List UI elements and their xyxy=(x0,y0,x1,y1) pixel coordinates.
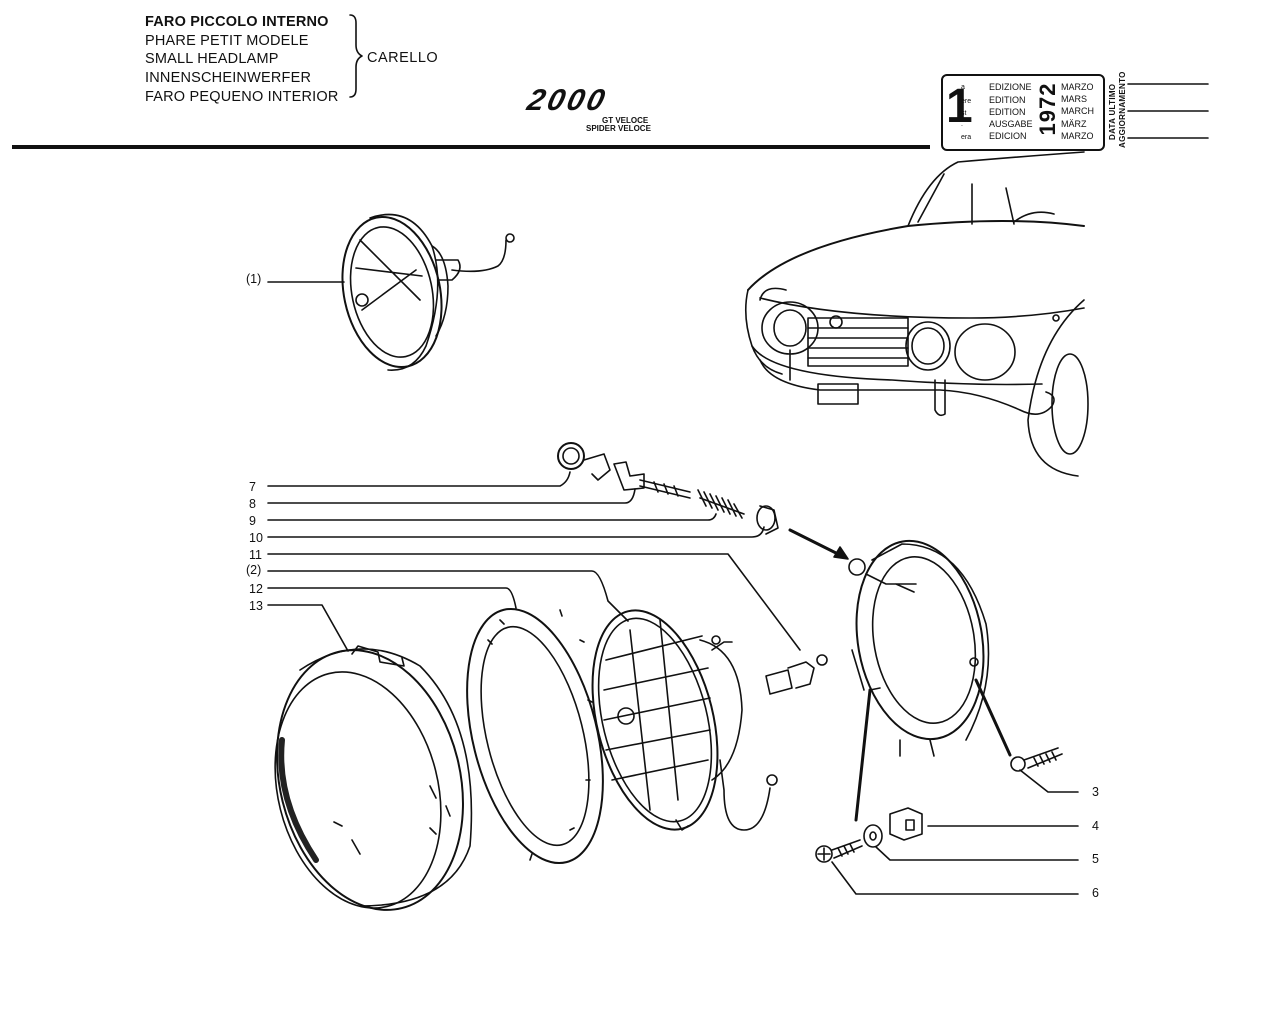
edition-word: AUSGABE xyxy=(989,119,1033,129)
callout-label: (2) xyxy=(246,563,262,577)
callout-label: 7 xyxy=(249,480,256,494)
title-english: SMALL HEADLAMP xyxy=(145,51,279,67)
title-italian: FARO PICCOLO INTERNO xyxy=(145,14,329,30)
update-date-lines xyxy=(1127,83,1209,139)
edition-month: MARZO xyxy=(1061,82,1094,92)
leader-line-3 xyxy=(1019,769,1079,793)
callout-label: (1) xyxy=(246,272,262,286)
callout-label: 9 xyxy=(249,514,256,528)
leader-line-8 xyxy=(267,488,636,504)
leader-line-10 xyxy=(267,526,765,538)
edition-month: MARZO xyxy=(1061,131,1094,141)
callout-label: 8 xyxy=(249,497,256,511)
spring-icon xyxy=(697,489,745,519)
callout-label: 3 xyxy=(1092,785,1099,799)
edition-word: EDITION xyxy=(989,95,1026,105)
title-spanish: FARO PEQUENO INTERIOR xyxy=(145,89,339,105)
leader-line-2 xyxy=(267,570,629,622)
leader-line-7 xyxy=(267,471,571,487)
brace-icon xyxy=(349,14,363,98)
edition-box xyxy=(941,74,1105,151)
edition-month: MARS xyxy=(1061,94,1088,104)
leader-line-11 xyxy=(267,553,801,651)
leader-line-6 xyxy=(831,861,1079,895)
edition-ordinal: ere xyxy=(961,98,972,105)
washer-icon xyxy=(863,824,883,848)
edition-word: EDITION xyxy=(989,107,1026,117)
nut-icon xyxy=(756,505,779,535)
edition-ordinal: . xyxy=(961,121,963,128)
arrow-head xyxy=(833,546,849,560)
title-german: INNENSCHEINWERFER xyxy=(145,70,312,86)
assembly-arrow xyxy=(974,678,1012,757)
leader-line-9 xyxy=(267,513,717,521)
edition-month: MARCH xyxy=(1061,106,1094,116)
callout-label: 12 xyxy=(249,582,263,596)
header-rule xyxy=(12,145,930,149)
screw-icon xyxy=(1010,747,1063,772)
car-front-icon xyxy=(744,151,1089,477)
leader-line-5 xyxy=(875,846,1079,861)
title-french: PHARE PETIT MODELE xyxy=(145,33,309,49)
mounting-bracket-icon xyxy=(848,539,990,757)
edition-month: MÄRZ xyxy=(1061,119,1087,129)
callout-label: 5 xyxy=(1092,852,1099,866)
edition-word: EDICION xyxy=(989,131,1027,141)
leader-line-12 xyxy=(267,587,517,609)
assembly-arrow xyxy=(854,688,872,822)
supplier-name: CARELLO xyxy=(367,50,439,66)
sealed-beam-icon xyxy=(591,609,778,831)
screw-icon xyxy=(815,839,863,863)
callout-label: 4 xyxy=(1092,819,1099,833)
chrome-trim-ring-icon xyxy=(274,645,473,911)
edition-ordinal: st xyxy=(961,110,967,117)
leader-line-13 xyxy=(267,604,349,652)
edition-word: EDIZIONE xyxy=(989,82,1032,92)
adjuster-screw-icon xyxy=(557,442,611,481)
connector-icon xyxy=(613,461,691,499)
edition-ordinal: era xyxy=(961,134,972,141)
callout-label: 13 xyxy=(249,599,263,613)
callout-label: 11 xyxy=(249,548,262,562)
connector-icon xyxy=(765,654,828,695)
edition-number: 1 xyxy=(946,80,973,133)
model-variant-gt: GT VELOCE xyxy=(602,116,649,125)
clip-nut-icon xyxy=(889,807,923,841)
headlamp-assembly-icon xyxy=(341,213,515,371)
model-variant-spider: SPIDER VELOCE xyxy=(586,124,651,133)
callout-label: 6 xyxy=(1092,886,1099,900)
callout-label: 10 xyxy=(249,531,263,545)
assembly-arrow xyxy=(788,528,844,558)
edition-ordinal: a xyxy=(961,84,965,91)
